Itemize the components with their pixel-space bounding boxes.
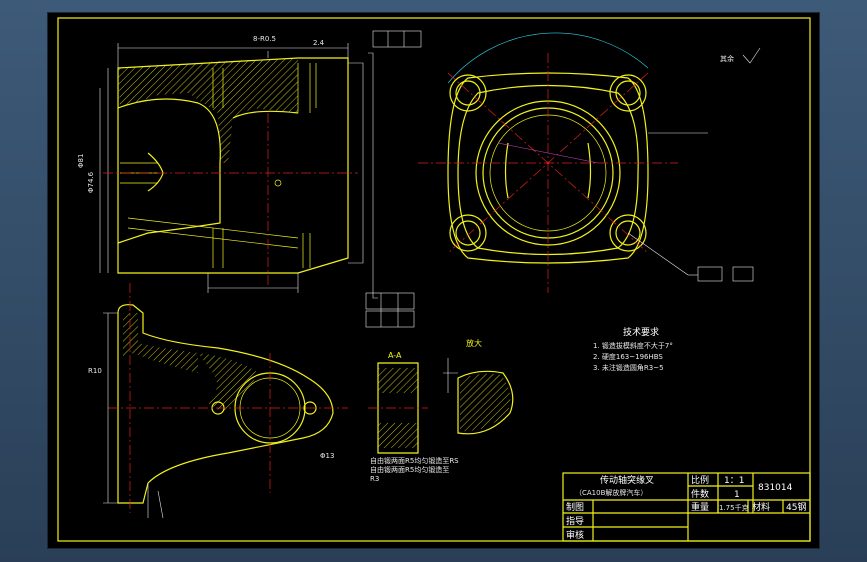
drawing-sheet: 8-R0.5 2.4 Φ81 Φ74.6	[48, 13, 819, 548]
svg-text:R10: R10	[88, 367, 102, 375]
forging-note-r3: R3	[370, 475, 379, 483]
flange-view: 其余	[418, 32, 761, 293]
material-value: 45钢	[786, 501, 806, 513]
draw-label: 制图	[566, 501, 584, 513]
tech-item: 1. 锻造拔模斜度不大于7°	[593, 341, 673, 350]
zoom-label: 放大	[466, 338, 482, 348]
tech-item: 2. 硬度163~196HBS	[593, 352, 663, 361]
section-aa: A-A	[368, 351, 428, 454]
scale-value: 1：1	[724, 476, 744, 486]
material-label: 材料	[752, 501, 770, 513]
guide-label: 指导	[566, 515, 584, 527]
part-name: 传动轴突缘叉	[600, 474, 654, 486]
side-view: Φ13 R10	[88, 283, 348, 519]
scale-label: 比例	[691, 474, 709, 486]
svg-text:其余: 其余	[720, 54, 734, 63]
svg-text:2.4: 2.4	[313, 39, 325, 47]
technical-requirements: 技术要求 1. 锻造拔模斜度不大于7° 2. 硬度163~196HBS 3. 未…	[593, 326, 673, 372]
svg-text:Φ81: Φ81	[77, 154, 85, 168]
qty-value: 1	[734, 490, 740, 500]
forging-notes: 自由锻两面R5均匀锻造至RS 自由锻两面R5均匀锻造至 R3	[370, 456, 459, 483]
weight-label: 重量	[691, 501, 709, 513]
review-label: 审核	[566, 529, 584, 541]
title-block: 传动轴突缘叉 （CA10B解放牌汽车） 比例 1：1 件数 1 831014 重…	[562, 472, 811, 542]
svg-text:Φ13: Φ13	[320, 452, 334, 460]
tech-heading: 技术要求	[623, 326, 659, 338]
drawing-number: 831014	[758, 483, 793, 493]
cad-drawing: 8-R0.5 2.4 Φ81 Φ74.6	[57, 17, 811, 542]
drawing-border	[57, 17, 811, 542]
detail-zoom: 放大	[443, 338, 514, 435]
weight-value: 1.75千克	[719, 503, 749, 512]
front-view: 8-R0.5 2.4 Φ81 Φ74.6	[77, 35, 378, 299]
tech-item: 3. 未注锻造圆角R3~5	[593, 363, 664, 372]
svg-text:8-R0.5: 8-R0.5	[253, 35, 276, 43]
part-subtitle: （CA10B解放牌汽车）	[575, 488, 647, 497]
forging-note: 自由锻两面R5均匀锻造至	[370, 465, 449, 474]
section-aa-label: A-A	[388, 351, 402, 360]
qty-label: 件数	[691, 488, 709, 500]
svg-text:Φ74.6: Φ74.6	[87, 171, 95, 193]
forging-note: 自由锻两面R5均匀锻造至RS	[370, 456, 459, 465]
tolerance-frames-top	[365, 30, 422, 328]
